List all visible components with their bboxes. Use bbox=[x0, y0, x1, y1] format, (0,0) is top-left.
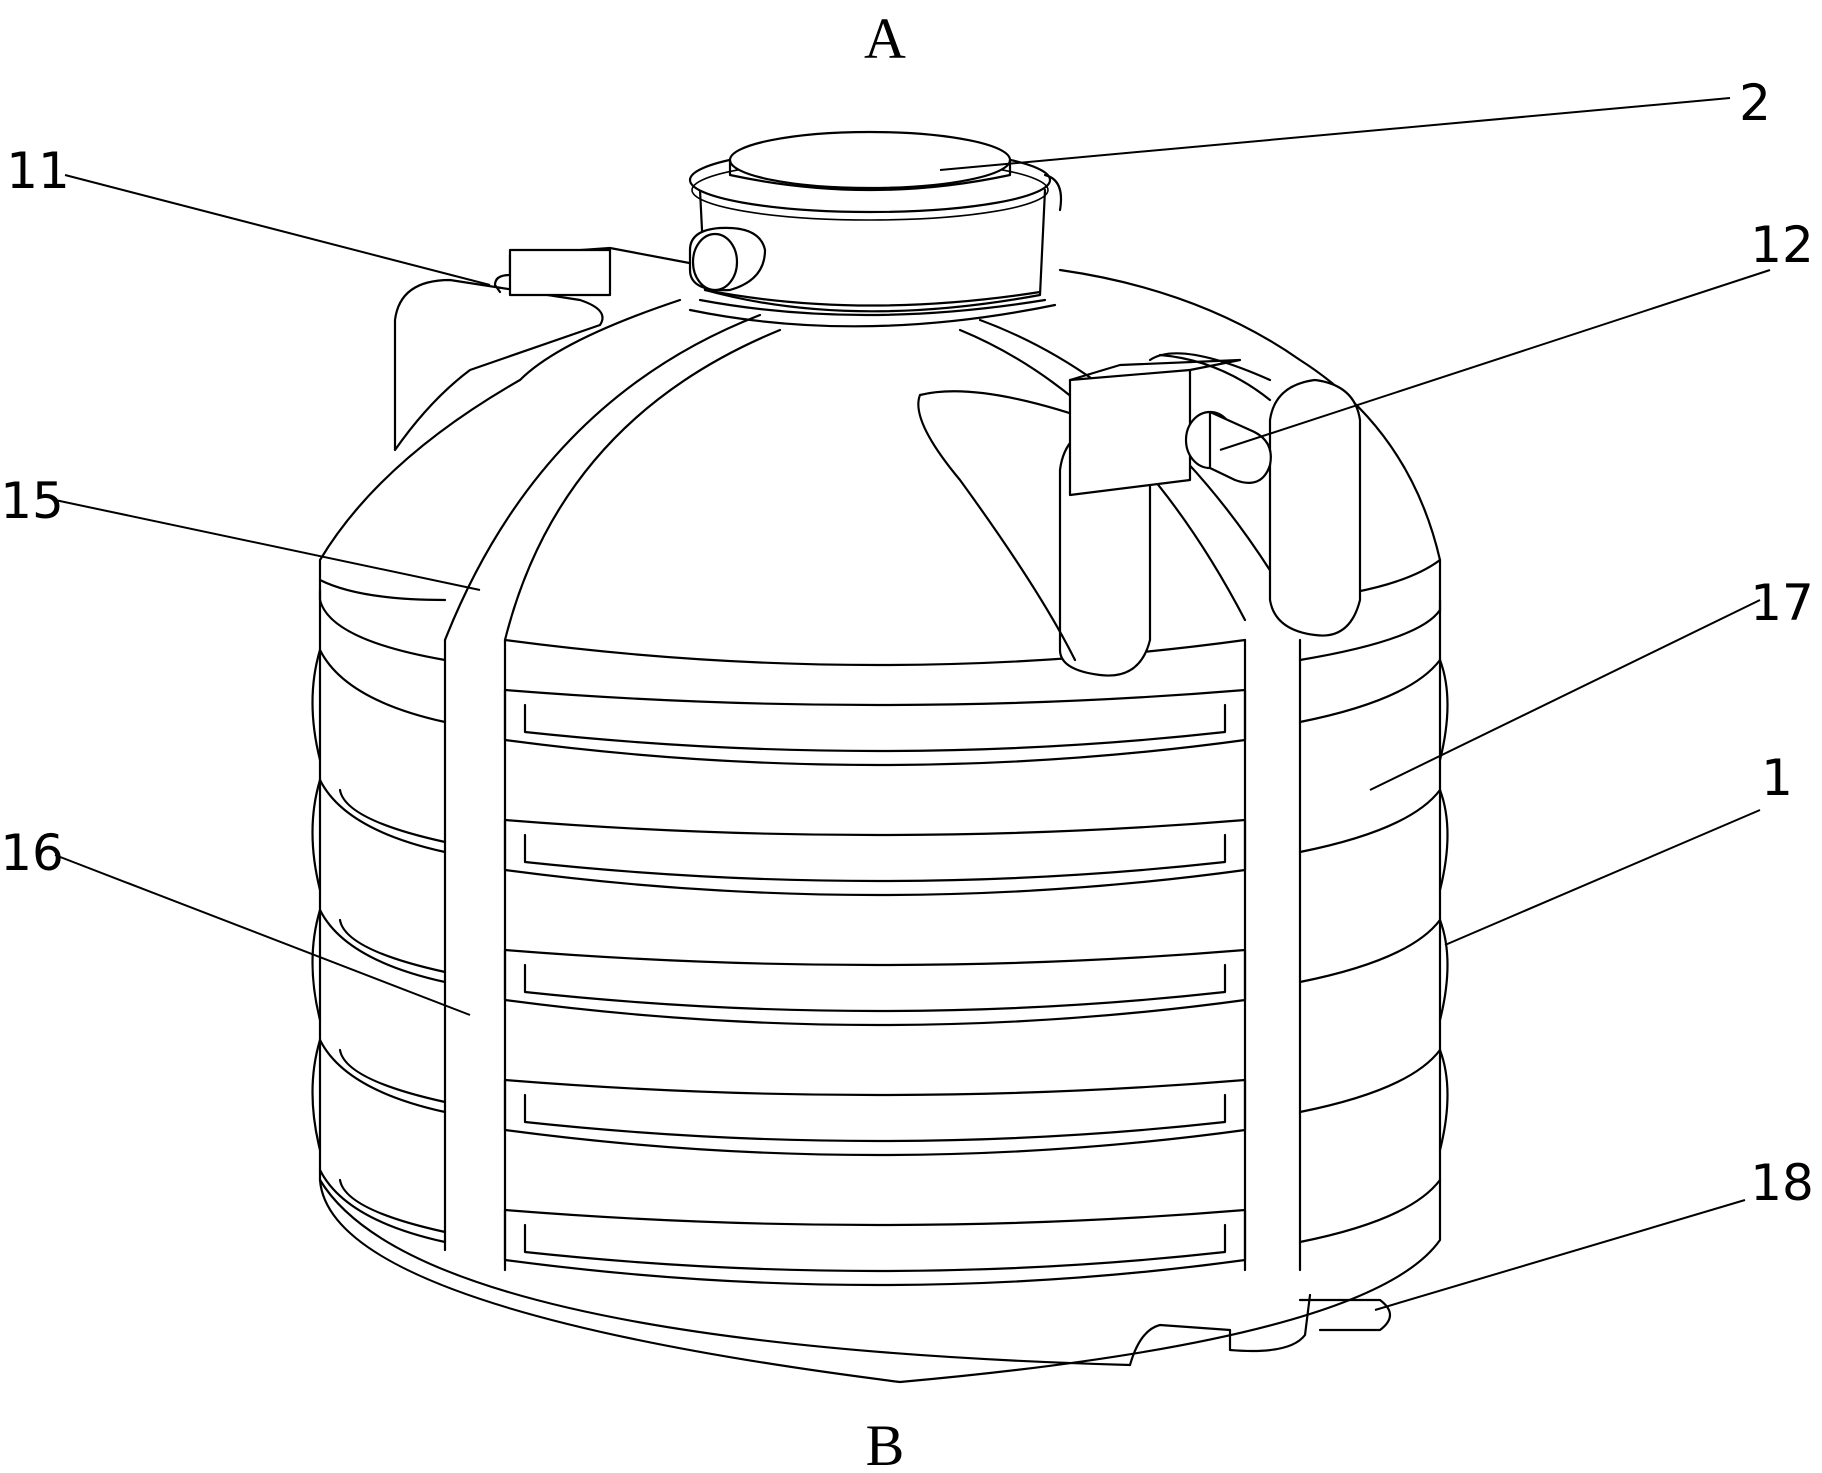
outlet-port-12 bbox=[1068, 358, 1272, 497]
callout-1: 1 bbox=[1761, 749, 1793, 807]
top-cover bbox=[688, 130, 1063, 328]
leader-lines bbox=[54, 97, 1771, 1311]
view-label-top: A bbox=[864, 6, 906, 71]
inlet-port-11 bbox=[493, 226, 767, 297]
leader-16 bbox=[54, 854, 471, 1016]
callout-16: 16 bbox=[0, 824, 64, 882]
view-label-bottom: B bbox=[866, 1413, 905, 1473]
callout-2: 2 bbox=[1739, 74, 1771, 132]
tank-dome bbox=[318, 268, 1442, 677]
tank-body bbox=[311, 588, 1449, 1384]
leader-2 bbox=[939, 97, 1731, 171]
manhole-lid bbox=[728, 130, 1012, 190]
leader-12 bbox=[1219, 269, 1771, 451]
callout-18: 18 bbox=[1750, 1154, 1814, 1212]
ring-bands bbox=[311, 598, 1449, 1244]
callout-17: 17 bbox=[1750, 574, 1814, 632]
right-lug-2 bbox=[1268, 378, 1362, 637]
callout-15: 15 bbox=[0, 472, 64, 530]
leader-18 bbox=[1374, 1199, 1746, 1311]
left-lug bbox=[393, 278, 604, 452]
leader-17 bbox=[1369, 599, 1761, 791]
bottom-notch bbox=[1128, 1293, 1312, 1367]
callout-12: 12 bbox=[1750, 216, 1814, 274]
leader-1 bbox=[1444, 809, 1761, 946]
panels bbox=[503, 688, 1247, 1287]
leader-11 bbox=[64, 174, 491, 286]
callout-11: 11 bbox=[6, 142, 70, 200]
callout-labels: 2 11 12 15 17 1 16 18 bbox=[0, 74, 1814, 1212]
leader-15 bbox=[54, 499, 481, 591]
